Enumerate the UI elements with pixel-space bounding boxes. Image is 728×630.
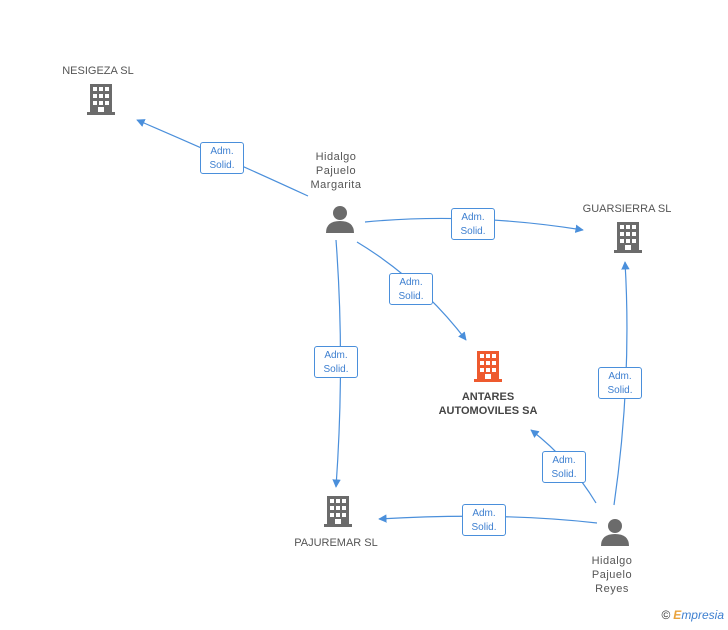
edge-label-margarita-pajuremar[interactable]: Adm. Solid. (314, 346, 358, 378)
margarita-label-line1: Hidalgo (315, 151, 357, 163)
antares-label-line1: ANTARES (461, 391, 515, 403)
edge-label-line1: Adm. (399, 277, 423, 288)
copyright-symbol: © (661, 608, 671, 622)
antares-building-icon (474, 351, 502, 382)
edge-label-margarita-guarsierra[interactable]: Adm. Solid. (451, 208, 495, 240)
pajuremar-label[interactable]: PAJUREMAR SL (294, 537, 378, 549)
edge-label-line1: Adm. (210, 146, 234, 157)
edge-label-margarita-nesigeza[interactable]: Adm. Solid. (200, 142, 244, 174)
edge-label-line2: Solid. (460, 226, 486, 237)
edge-label-line2: Solid. (607, 385, 633, 396)
reyes-label[interactable]: Hidalgo Pajuelo Reyes (572, 554, 652, 596)
edge-label-line1: Adm. (472, 508, 496, 519)
guarsierra-building-icon (614, 222, 642, 253)
edge-label-reyes-guarsierra[interactable]: Adm. Solid. (598, 367, 642, 399)
antares-label[interactable]: ANTARES AUTOMOVILES SA (418, 390, 558, 418)
brand-initial: E (673, 608, 682, 622)
margarita-label-line2: Pajuelo (315, 165, 357, 177)
reyes-label-line1: Hidalgo (591, 555, 633, 567)
edge-label-line1: Adm. (608, 371, 632, 382)
empresia-logo: ©Empresia (661, 608, 724, 622)
pajuremar-building-icon (324, 496, 352, 527)
edge-label-line1: Adm. (461, 212, 485, 223)
edge-label-line2: Solid. (551, 469, 577, 480)
reyes-label-line2: Pajuelo (591, 569, 633, 581)
edge-label-margarita-antares[interactable]: Adm. Solid. (389, 273, 433, 305)
edge-label-line2: Solid. (471, 522, 497, 533)
margarita-label[interactable]: Hidalgo Pajuelo Margarita (296, 150, 376, 192)
guarsierra-label[interactable]: GUARSIERRA SL (582, 203, 672, 215)
antares-label-line2: AUTOMOVILES SA (438, 405, 538, 417)
margarita-label-line3: Margarita (310, 179, 362, 191)
edge-label-line2: Solid. (323, 364, 349, 375)
reyes-label-line3: Reyes (595, 583, 629, 595)
margarita-person-icon (326, 206, 354, 233)
reyes-person-icon (601, 519, 629, 546)
edge-label-line1: Adm. (324, 350, 348, 361)
edge-label-reyes-pajuremar[interactable]: Adm. Solid. (462, 504, 506, 536)
brand-name: mpresia (681, 608, 724, 622)
edge-label-line2: Solid. (398, 291, 424, 302)
edge-label-line2: Solid. (209, 160, 235, 171)
nesigeza-building-icon (87, 84, 115, 115)
edge-label-line1: Adm. (552, 455, 576, 466)
nesigeza-label[interactable]: NESIGEZA SL (62, 65, 134, 77)
edge-label-reyes-antares[interactable]: Adm. Solid. (542, 451, 586, 483)
